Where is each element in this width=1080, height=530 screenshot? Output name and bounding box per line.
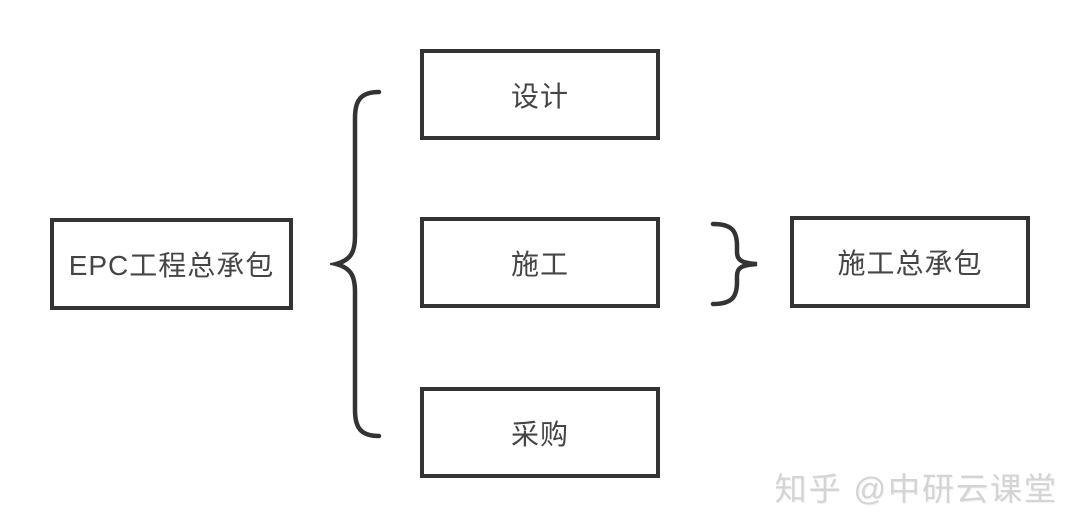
left-curly-brace-icon [330, 89, 382, 439]
node-construction-label: 施工 [510, 248, 569, 280]
node-epc-general-contracting: EPC工程总承包 [50, 218, 293, 310]
node-procurement-label: 采购 [510, 418, 569, 450]
right-curly-brace-icon [710, 221, 758, 307]
node-design: 设计 [420, 49, 660, 140]
node-procurement: 采购 [420, 387, 660, 478]
node-construction-general-label: 施工总承包 [837, 248, 983, 279]
node-construction: 施工 [420, 217, 660, 308]
node-design-label: 设计 [510, 80, 569, 112]
node-epc-label: EPC工程总承包 [68, 250, 275, 281]
node-construction-general-contracting: 施工总承包 [790, 216, 1030, 308]
watermark-zhihu: 知乎 @中研云课堂 [774, 471, 1058, 507]
